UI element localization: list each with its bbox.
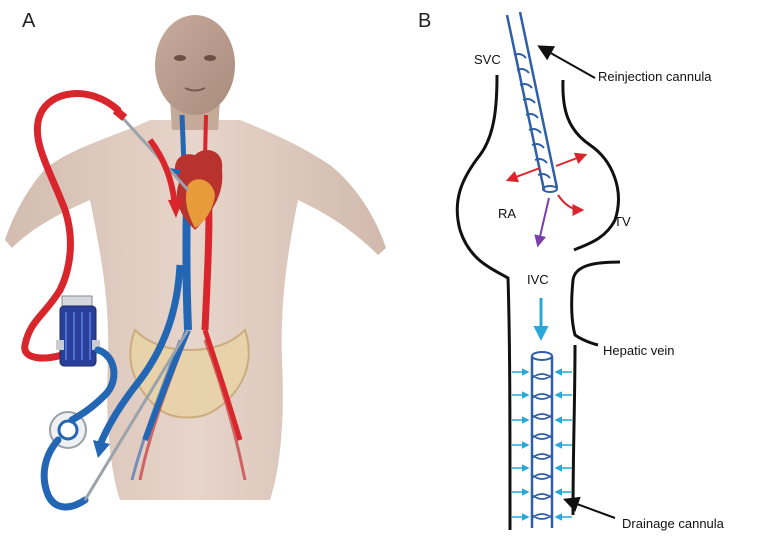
vessel-wall-right [561,79,620,252]
hepatic-vein-wall [570,260,621,347]
label-svc: SVC [474,52,501,67]
reinjection-cannula-b [505,11,559,193]
panel-a-illustration [5,15,386,511]
head [155,15,235,115]
label-reinjection-cannula: Reinjection cannula [598,69,712,84]
drainage-pointer [562,496,616,519]
blue-tubing [40,346,118,511]
panel-a-letter: A [22,10,36,32]
label-tv: TV [614,214,631,229]
oxygenator-pump [56,295,100,367]
label-hepatic-vein: Hepatic vein [603,343,675,358]
inflow-arrows-left [512,368,530,521]
inflow-arrows-right [554,368,572,521]
drainage-cannula-b [530,351,554,528]
reinjection-pointer [537,45,596,79]
red-tubing [21,90,122,362]
reinjection-cannula-a [118,113,190,192]
label-ivc: IVC [527,272,549,287]
body-silhouette [5,120,386,500]
label-ra: RA [498,206,517,221]
panel-b-letter: B [418,10,432,32]
label-drainage-cannula: Drainage cannula [622,516,724,531]
vessel-wall-left [455,74,512,531]
drainage-cannula-a [83,329,190,501]
